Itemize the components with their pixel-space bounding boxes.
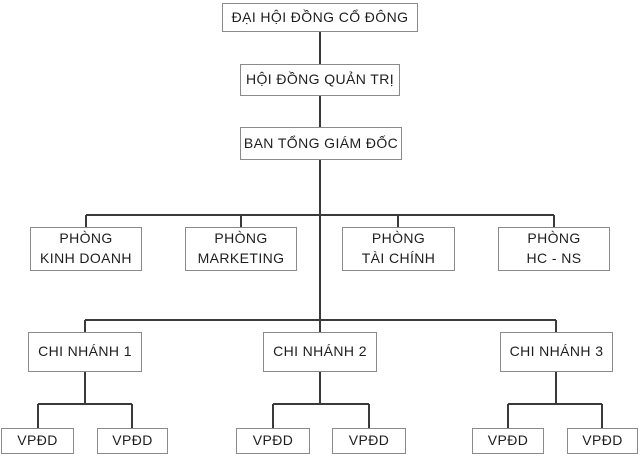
node-dept-finance: PHÒNG TÀI CHÍNH	[342, 227, 455, 271]
node-label-line1: PHÒNG	[214, 230, 268, 247]
node-branch-3: CHI NHÁNH 3	[500, 332, 613, 372]
node-label: VPĐD	[582, 432, 623, 449]
node-rep-office-2: VPĐD	[97, 428, 168, 454]
node-label-line2: TÀI CHÍNH	[361, 250, 436, 266]
node-branch-1: CHI NHÁNH 1	[28, 332, 142, 372]
node-label-line2: KINH DOANH	[40, 250, 132, 266]
node-general-directors-board: BAN TỔNG GIÁM ĐỐC	[240, 127, 402, 160]
node-label-line1: PHÒNG	[527, 230, 581, 247]
node-branch-2: CHI NHÁNH 2	[263, 332, 377, 372]
node-label: CHI NHÁNH 2	[273, 343, 367, 360]
node-label: VPĐD	[487, 432, 529, 449]
node-shareholders-general-meeting: ĐẠI HỘI ĐỒNG CỔ ĐÔNG	[222, 3, 418, 32]
node-label-line1: PHÒNG	[59, 230, 113, 247]
node-label: CHI NHÁNH 3	[509, 343, 604, 360]
node-label-line1: PHÒNG	[371, 230, 426, 247]
node-rep-office-6: VPĐD	[567, 428, 638, 454]
node-dept-admin-hr: PHÒNG HC - NS	[498, 227, 610, 271]
node-label: VPĐD	[348, 432, 390, 449]
node-rep-office-4: VPĐD	[332, 428, 406, 454]
node-dept-sales: PHÒNG KINH DOANH	[30, 227, 142, 271]
node-label: CHI NHÁNH 1	[38, 343, 132, 360]
node-label: BAN TỔNG GIÁM ĐỐC	[243, 134, 399, 151]
node-label: HỘI ĐỒNG QUẢN TRỊ	[245, 71, 395, 88]
node-dept-marketing: PHÒNG MARKETING	[185, 227, 297, 271]
node-label: VPĐD	[252, 432, 294, 449]
node-label: ĐẠI HỘI ĐỒNG CỔ ĐÔNG	[231, 8, 409, 25]
node-label: VPĐD	[17, 432, 58, 449]
node-rep-office-1: VPĐD	[1, 428, 74, 454]
node-label-line2: HC - NS	[526, 250, 582, 266]
node-rep-office-3: VPĐD	[236, 428, 310, 454]
node-label: VPĐD	[112, 432, 153, 449]
node-board-of-directors: HỘI ĐỒNG QUẢN TRỊ	[240, 64, 400, 96]
node-label-line2: MARKETING	[197, 250, 285, 266]
node-rep-office-5: VPĐD	[472, 428, 544, 454]
